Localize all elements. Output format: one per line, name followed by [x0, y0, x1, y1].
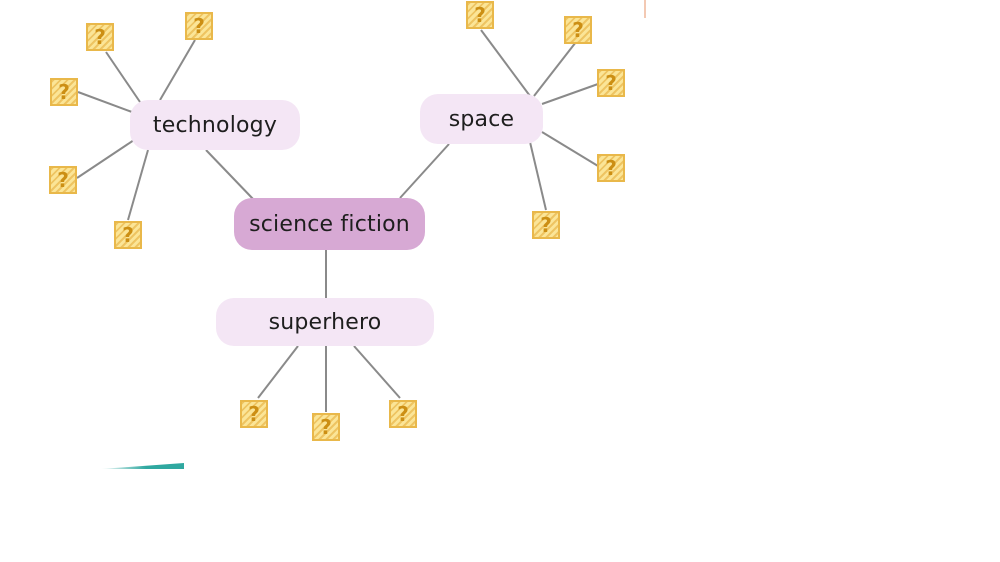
connector-line — [105, 51, 141, 103]
space-answer-box-1[interactable]: ? — [466, 1, 494, 29]
connector-line — [399, 143, 450, 199]
connector-line — [480, 29, 531, 97]
technology-answer-box-1[interactable]: ? — [86, 23, 114, 51]
space-answer-box-4[interactable]: ? — [597, 154, 625, 182]
technology-answer-box-4[interactable]: ? — [49, 166, 77, 194]
node-space: space — [420, 94, 543, 144]
superhero-answer-box-2[interactable]: ? — [312, 413, 340, 441]
connector-line — [529, 141, 547, 211]
node-technology: technology — [130, 100, 300, 150]
connector-line — [127, 149, 149, 221]
connector-line — [533, 41, 577, 97]
superhero-answer-box-3[interactable]: ? — [389, 400, 417, 428]
connector-line — [77, 91, 133, 113]
space-answer-box-5[interactable]: ? — [532, 211, 560, 239]
connector-line — [353, 345, 401, 399]
teal-edge-decoration — [100, 463, 184, 469]
superhero-answer-box-1[interactable]: ? — [240, 400, 268, 428]
connector-line — [257, 345, 299, 399]
connector-line — [541, 83, 599, 105]
technology-answer-box-2[interactable]: ? — [185, 12, 213, 40]
edge-mark — [644, 0, 646, 18]
node-superhero: superhero — [216, 298, 434, 346]
connector-line — [541, 131, 599, 167]
connector-line — [159, 39, 196, 101]
technology-answer-box-5[interactable]: ? — [114, 221, 142, 249]
space-answer-box-3[interactable]: ? — [597, 69, 625, 97]
space-answer-box-2[interactable]: ? — [564, 16, 592, 44]
connector-line — [205, 149, 255, 201]
node-science-fiction: science fiction — [234, 198, 425, 250]
connector-line — [76, 139, 135, 179]
technology-answer-box-3[interactable]: ? — [50, 78, 78, 106]
